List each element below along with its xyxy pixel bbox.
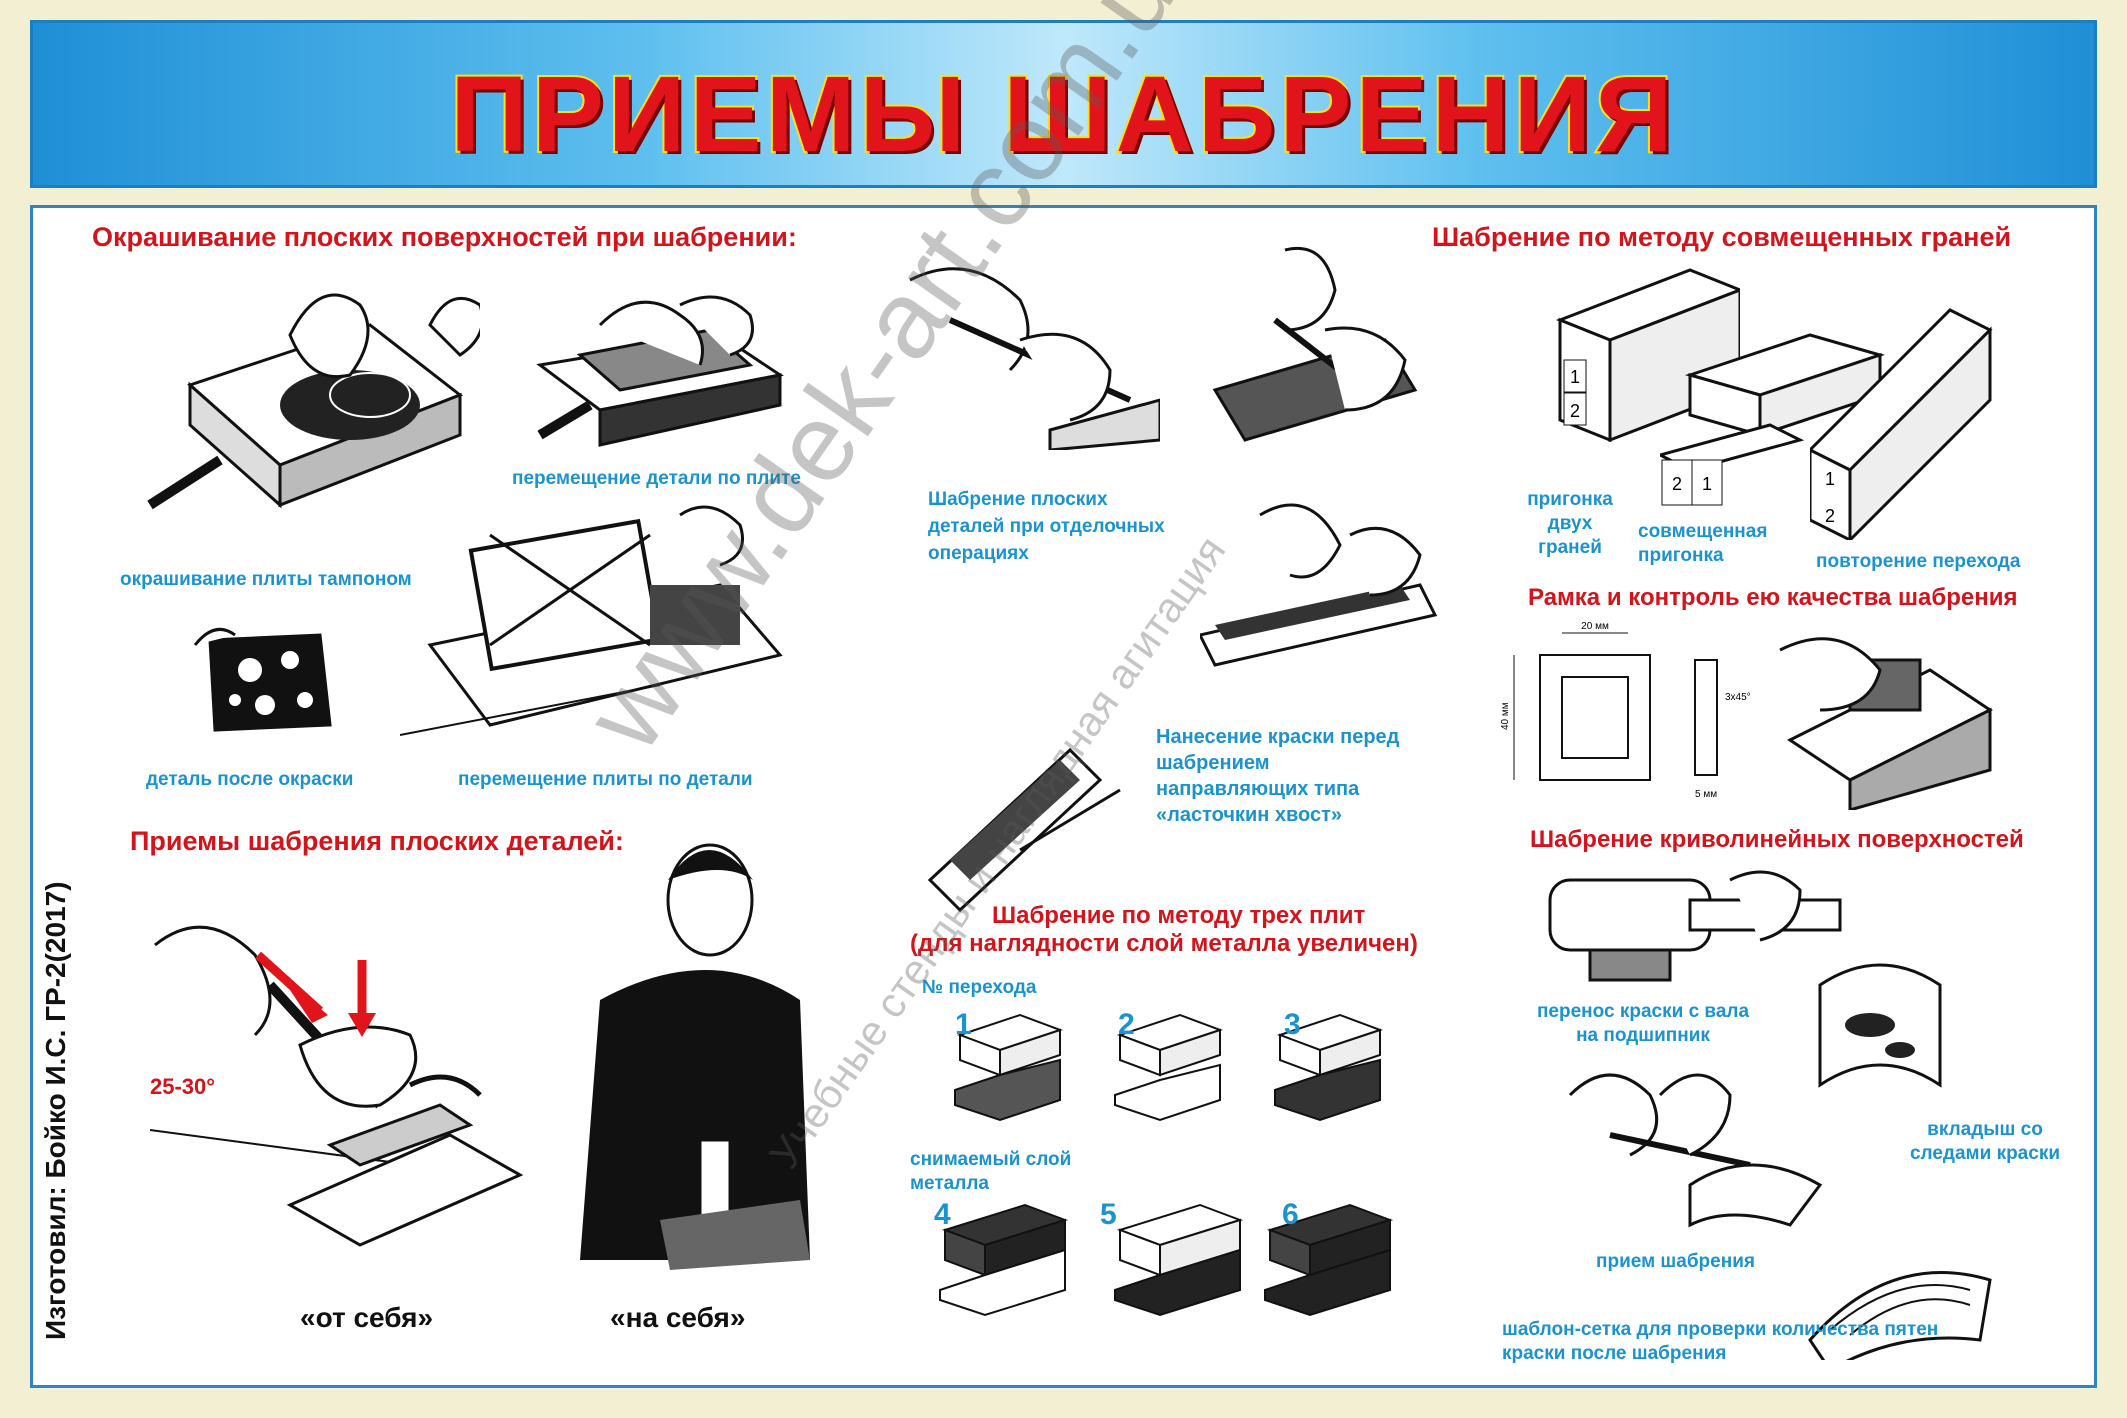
frame-chamfer-label: 3x45°: [1725, 692, 1750, 703]
caption-toward: «на себя»: [610, 1302, 746, 1333]
plate-step-5: [1114, 1203, 1244, 1317]
block-a2: 2: [1570, 401, 1580, 421]
caption-fit-two: пригонка двух граней: [1527, 489, 1613, 558]
caption-repeat: повторение перехода: [1816, 551, 2021, 572]
move-part-illustration: [536, 295, 784, 447]
caption-transition-no: № перехода: [922, 977, 1037, 998]
caption-dovetail: Нанесение краски перед шабрением направл…: [1156, 726, 1400, 826]
title-banner: ПРИЕМЫ ШАБРЕНИЯ: [30, 20, 2097, 188]
block-c1: 1: [1825, 469, 1835, 489]
caption-grid-template: шаблон-сетка для проверки количества пят…: [1502, 1319, 1939, 1364]
block-b2: 1: [1702, 474, 1712, 494]
insert-illustration: [1818, 963, 1942, 1088]
caption-finish-ops: Шабрение плоских деталей при отделочных …: [928, 489, 1165, 564]
scrape-curved-illustration: [1568, 1073, 1823, 1228]
move-plate-illustration: [400, 505, 783, 736]
header-curved: Шабрение криволинейных поверхностей: [1530, 826, 2024, 853]
header-paint-flat: Окрашивание плоских поверхностей при шаб…: [92, 222, 797, 252]
block-b1: 2: [1672, 474, 1682, 494]
caption-transfer-paint: перенос краски с вала на подшипник: [1536, 1001, 1750, 1046]
plate-num-6: 6: [1282, 1198, 1299, 1231]
header-scrape-flat: Приемы шабрения плоских деталей:: [130, 826, 624, 856]
frame-width-label: 20 мм: [1581, 621, 1609, 632]
finish-scraping-illustration: [909, 267, 1160, 450]
block-c2: 2: [1825, 506, 1835, 526]
grid-template-illustration: [1808, 1271, 1992, 1360]
header-three-plates: Шабрение по методу трех плит: [992, 902, 1366, 929]
scrape-toward-illustration: [580, 843, 810, 1270]
caption-move-part: перемещение детали по плите: [512, 468, 801, 489]
caption-removed-layer: снимаемый слой металла: [910, 1149, 1072, 1194]
repeat-transition-illustration: 1 2: [1810, 308, 1993, 540]
plate-step-4: [939, 1203, 1069, 1317]
caption-away: «от себя»: [300, 1302, 434, 1333]
plate-step-3: [1274, 1013, 1383, 1122]
angle-label: 25-30°: [150, 1074, 216, 1099]
frame-diagram: 20 мм 40 мм 3x45° 5 мм: [1500, 621, 1750, 800]
frame-thickness-label: 5 мм: [1695, 789, 1717, 800]
plate-num-4: 4: [934, 1198, 951, 1231]
painted-part-illustration: [193, 627, 332, 732]
scrape-away-illustration: [150, 925, 524, 1247]
plate-num-3: 3: [1284, 1008, 1301, 1041]
plate-num-5: 5: [1100, 1198, 1117, 1231]
plate-step-2: [1114, 1013, 1223, 1122]
header-three-plates-note: (для наглядности слой металла увеличен): [910, 930, 1418, 957]
combined-fit-illustration: 2 1: [1660, 333, 1886, 506]
caption-part-after: деталь после окраски: [146, 769, 354, 790]
caption-plate-tampon: окрашивание плиты тампоном: [120, 569, 412, 590]
page-title: ПРИЕМЫ ШАБРЕНИЯ: [448, 51, 1677, 176]
finish-scraping-2-illustration: [1212, 246, 1418, 442]
dovetail-guide-illustration: [927, 747, 1121, 913]
transfer-paint-illustration: [1548, 870, 1842, 982]
author-credit: Изготовил: Бойко И.С. ГР-2(2017): [40, 881, 71, 1340]
dovetail-illustration: [1200, 503, 1438, 667]
header-frame: Рамка и контроль ею качества шабрения: [1528, 584, 2018, 611]
caption-insert: вкладыш со следами краски: [1909, 1119, 2061, 1164]
block-a1: 1: [1570, 367, 1580, 387]
frame-control-illustration: [1779, 637, 1993, 810]
plate-num-2: 2: [1118, 1008, 1135, 1041]
plate-tampon-illustration: [147, 293, 480, 510]
plate-step-6: [1264, 1203, 1394, 1317]
caption-move-plate: перемещение плиты по детали: [458, 769, 753, 790]
caption-technique: прием шабрения: [1596, 1251, 1755, 1272]
plate-num-1: 1: [955, 1008, 972, 1041]
plate-step-1: [954, 1013, 1063, 1122]
frame-height-label: 40 мм: [1500, 702, 1511, 730]
caption-combined-fit: совмещенная пригонка: [1638, 521, 1768, 566]
header-combined-faces: Шабрение по методу совмещенных граней: [1432, 222, 2012, 252]
